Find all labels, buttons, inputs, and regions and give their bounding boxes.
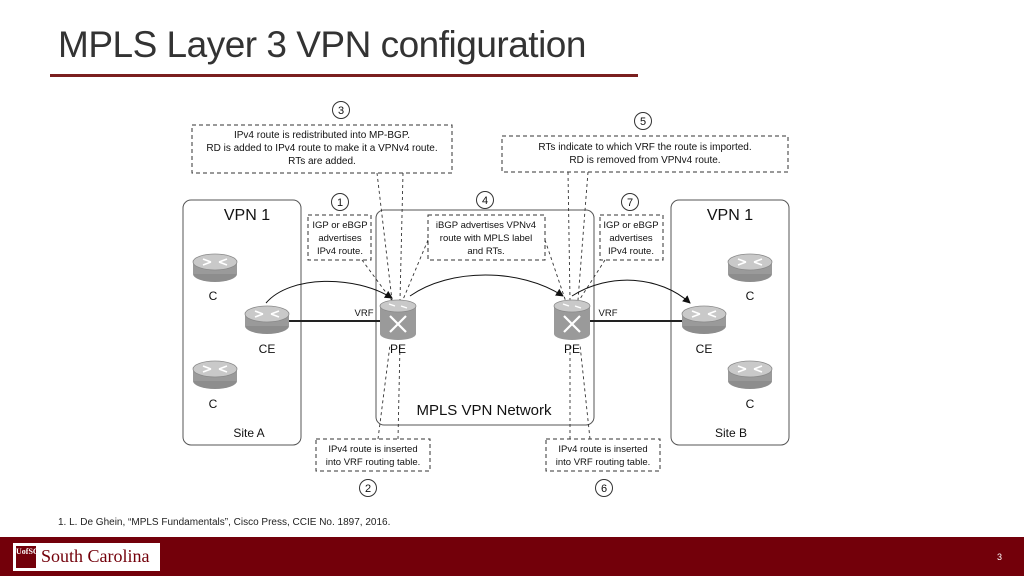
step-5-badge [634,112,652,130]
step-3-number: 3 [338,105,344,117]
router-ce-right [681,305,727,335]
router-c-top-right [727,253,773,283]
mpls-vpn-diagram: 3 IPv4 route is redistributed into MP-BG… [182,101,790,497]
site-a-box [182,199,302,446]
step-4-line-2: route with MPLS label [440,233,532,244]
mpls-network-box [375,209,595,426]
slide-title: MPLS Layer 3 VPN configuration [58,24,586,65]
step-5-line-1: RTs indicate to which VRF the route is i… [538,142,751,153]
step-2-line-1: IPv4 route is inserted [328,444,417,455]
right-vrf-label: VRF [599,308,618,319]
right-ce-label: CE [696,342,713,356]
step-4-box [427,214,546,261]
mpls-network-label: MPLS VPN Network [416,402,552,419]
step-3-line-2: RD is added to IPv4 route to make it a V… [206,143,437,154]
left-vpn-label: VPN 1 [224,207,270,224]
citation: 1. L. De Ghein, “MPLS Fundamentals”, Cis… [58,517,391,528]
step-6-badge [595,479,613,497]
step-4-number: 4 [482,195,488,207]
right-vpn-label: VPN 1 [707,207,753,224]
right-c-bottom-label: C [746,397,755,411]
step-7-line-1: IGP or eBGP [603,220,658,231]
footer-bar [0,537,1024,576]
step-3-box [191,124,453,174]
step-2-box [315,438,431,472]
step-7-badge [621,193,639,211]
step-5-box [501,135,789,173]
step-6-box [545,438,661,472]
step-2-number: 2 [365,483,371,495]
site-b-box [670,199,790,446]
step-2-badge [359,479,377,497]
router-pe-right [552,298,592,342]
step-4-line-1: iBGP advertises VPNv4 [436,220,536,231]
site-b-label: Site B [715,426,747,440]
title-underline [50,74,638,77]
step-1-line-1: IGP or eBGP [312,220,367,231]
step-1-badge [331,193,349,211]
logo-text: South Carolina [41,546,150,566]
arrow-pe-to-pe [409,274,564,297]
step-4-line-3: and RTs. [467,246,504,257]
step-1-line-3: IPv4 route. [317,246,363,257]
page-number: 3 [996,552,1002,562]
left-c-top-label: C [209,289,218,303]
step-6-line-1: IPv4 route is inserted [558,444,647,455]
step-6-line-2: into VRF routing table. [556,457,651,468]
step-3-badge [332,101,350,119]
step-5-line-2: RD is removed from VPNv4 route. [569,155,720,166]
step-6-number: 6 [601,483,607,495]
router-c-top-left [192,253,238,283]
router-c-bottom-right [727,360,773,390]
step-1-box [307,214,372,261]
router-ce-left [244,305,290,335]
step-2-line-2: into VRF routing table. [326,457,421,468]
university-logo[interactable]: UofSC South Carolina [13,543,160,571]
left-vrf-label: VRF [355,308,374,319]
step-3-line-3: RTs are added. [288,156,356,167]
step-7-number: 7 [627,197,633,209]
step-7-line-2: advertises [609,233,653,244]
left-c-bottom-label: C [209,397,218,411]
arrow-ce-to-pe [265,280,393,304]
right-pe-label: PE [564,342,580,356]
logo-mark: UofSC [16,546,39,568]
step-5-number: 5 [640,116,646,128]
step-7-box [599,214,664,261]
step-3-line-1: IPv4 route is redistributed into MP-BGP. [234,130,410,141]
site-a-label: Site A [233,426,264,440]
step-1-number: 1 [337,197,343,209]
left-ce-label: CE [259,342,276,356]
left-pe-label: PE [390,342,406,356]
step-7-line-3: IPv4 route. [608,246,654,257]
right-c-top-label: C [746,289,755,303]
step-4-badge [476,191,494,209]
router-c-bottom-left [192,360,238,390]
router-pe-left [378,298,418,342]
step-1-line-2: advertises [318,233,362,244]
arrow-pe-to-ce [571,279,691,304]
